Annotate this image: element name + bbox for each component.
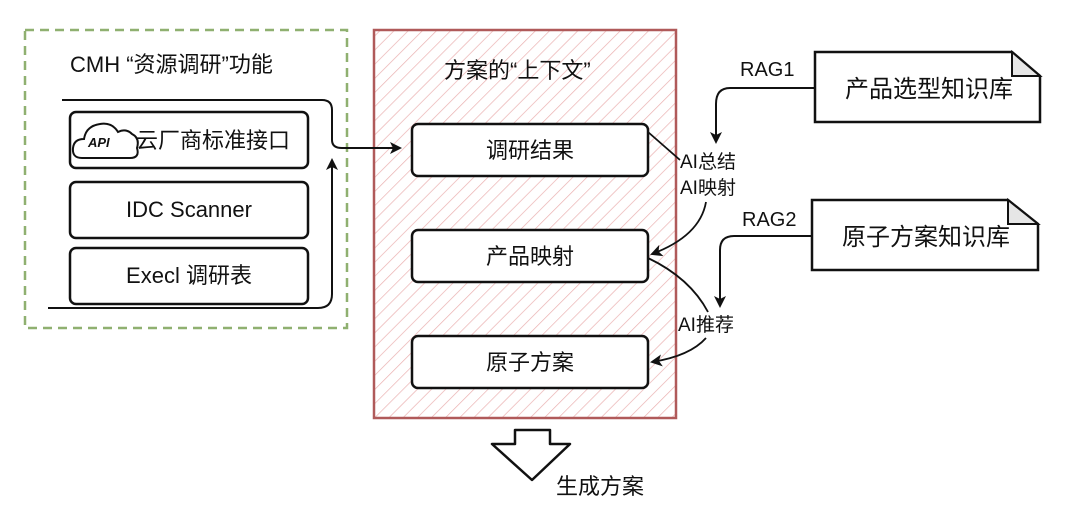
source-box-idc-scanner <box>68 180 310 240</box>
rag1-connector <box>710 87 814 144</box>
source-label-cloud-api: 云厂商标准接口 <box>136 128 291 153</box>
edge-label-ai-recommend: AI推荐 <box>678 315 734 336</box>
knowledge-base-label-1: 产品选型知识库 <box>845 76 1013 103</box>
source-label-excel: Execl 调研表 <box>126 263 252 288</box>
output-label: 生成方案 <box>556 474 645 499</box>
cloud-api-icon <box>71 122 139 159</box>
edge-label-ai-summary: AI总结 <box>680 152 736 173</box>
down-arrow-icon <box>490 428 572 482</box>
context-box-product-mapping <box>410 228 650 284</box>
edge-result-to-summary <box>647 131 681 161</box>
resource-research-title: CMH “资源调研”功能 <box>70 52 273 77</box>
rag1-tag: RAG1 <box>740 59 795 81</box>
rag2-connector <box>714 235 812 308</box>
source-label-idc-scanner: IDC Scanner <box>126 197 252 222</box>
context-label-research-result: 调研结果 <box>485 138 574 163</box>
rag2-tag: RAG2 <box>742 209 797 231</box>
source-box-excel <box>68 246 310 306</box>
knowledge-base-doc-2 <box>810 197 1041 272</box>
source-bracket-bottom <box>48 158 338 309</box>
context-label-atomic-solution: 原子方案 <box>485 350 574 375</box>
context-box-atomic-solution <box>410 334 650 390</box>
edge-label-ai-mapping: AI映射 <box>680 178 736 199</box>
knowledge-base-label-2: 原子方案知识库 <box>842 224 1010 251</box>
resource-research-group <box>23 28 349 330</box>
context-label-product-mapping: 产品映射 <box>485 244 574 269</box>
context-box-research-result <box>410 122 650 178</box>
knowledge-base-doc-1 <box>813 49 1043 124</box>
context-title: 方案的“上下文” <box>444 58 591 83</box>
edge-mapping-to-product <box>650 201 707 257</box>
source-bracket-top <box>62 99 402 154</box>
edge-product-to-recommend <box>647 257 709 313</box>
cloud-api-icon-text: API <box>88 135 110 150</box>
edge-recommend-to-atomic <box>650 337 707 367</box>
